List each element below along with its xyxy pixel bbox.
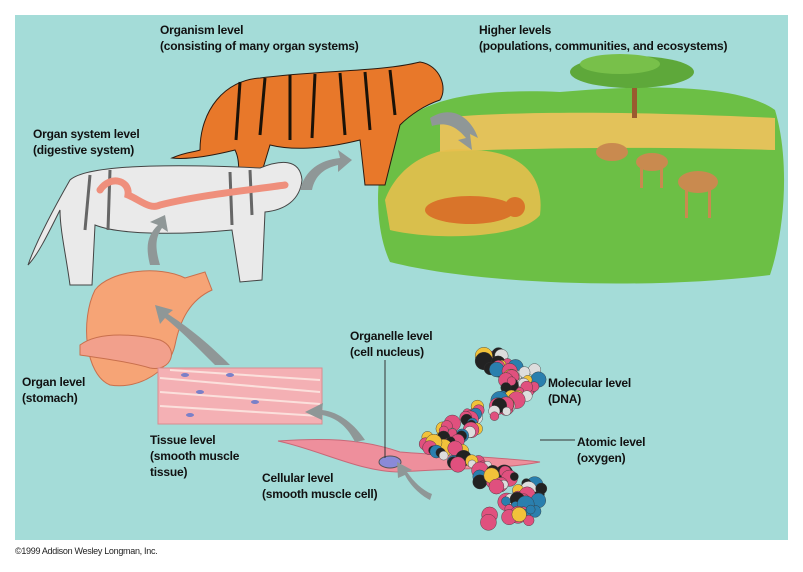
label-tissue-level: Tissue level (smooth muscle tissue) (150, 432, 239, 480)
label-molecular-level: Molecular level (DNA) (548, 375, 631, 407)
arrow-icon (397, 462, 432, 500)
atom-icon (449, 456, 466, 473)
copyright-notice: ©1999 Addison Wesley Longman, Inc. (15, 546, 158, 556)
label-title: Atomic level (577, 435, 646, 449)
ecosystem-illustration (378, 54, 785, 284)
label-detail: (consisting of many organ systems) (160, 39, 359, 53)
tiger-illustration (170, 61, 444, 186)
label-title: Organ system level (33, 127, 140, 141)
digestive-system-icon (96, 177, 289, 210)
dna-illustration (418, 347, 548, 531)
label-detail: tissue) (150, 465, 188, 479)
atom-icon (502, 406, 512, 416)
label-detail: (smooth muscle cell) (262, 487, 378, 501)
label-organ-system-level: Organ system level (digestive system) (33, 126, 140, 158)
atom-icon (480, 514, 497, 531)
atom-icon (438, 450, 449, 461)
label-title: Molecular level (548, 376, 632, 390)
label-higher-levels: Higher levels (populations, communities, … (479, 22, 728, 54)
atom-icon (526, 504, 536, 515)
arrow-icon (300, 150, 352, 190)
stomach-illustration (79, 270, 213, 387)
label-detail: (DNA) (548, 392, 581, 406)
tree-icon (570, 54, 694, 118)
tissue-illustration (157, 367, 323, 425)
atom-icon (489, 411, 500, 421)
label-title: Organ level (22, 375, 86, 389)
label-detail: (oxygen) (577, 451, 626, 465)
label-title: Organelle level (350, 329, 433, 343)
atom-icon (510, 472, 519, 481)
label-detail: (stomach) (22, 391, 78, 405)
arrow-icon (430, 112, 478, 150)
label-detail: (populations, communities, and ecosystem… (479, 39, 728, 53)
label-title: Tissue level (150, 433, 216, 447)
label-cellular-level: Cellular level (smooth muscle cell) (262, 470, 378, 502)
label-organism-level: Organism level (consisting of many organ … (160, 22, 359, 54)
label-detail: (smooth muscle (150, 449, 240, 463)
label-title: Higher levels (479, 23, 552, 37)
deer-icon (596, 143, 718, 218)
atom-icon (511, 506, 527, 523)
label-atomic-level: Atomic level (oxygen) (577, 434, 645, 466)
label-organelle-level: Organelle level (cell nucleus) (350, 328, 433, 360)
atom-icon (488, 478, 505, 495)
cell-nucleus-icon (378, 455, 402, 469)
label-organ-level: Organ level (stomach) (22, 374, 85, 406)
level-arrows (147, 112, 478, 500)
label-detail: (cell nucleus) (350, 345, 424, 359)
label-title: Organism level (160, 23, 244, 37)
label-title: Cellular level (262, 471, 334, 485)
atom-icon (506, 376, 517, 386)
arrow-icon (305, 403, 365, 442)
arrow-icon (147, 215, 168, 265)
arrow-icon (155, 305, 230, 365)
small-tiger-icon (425, 196, 525, 224)
label-detail: (digestive system) (33, 143, 135, 157)
